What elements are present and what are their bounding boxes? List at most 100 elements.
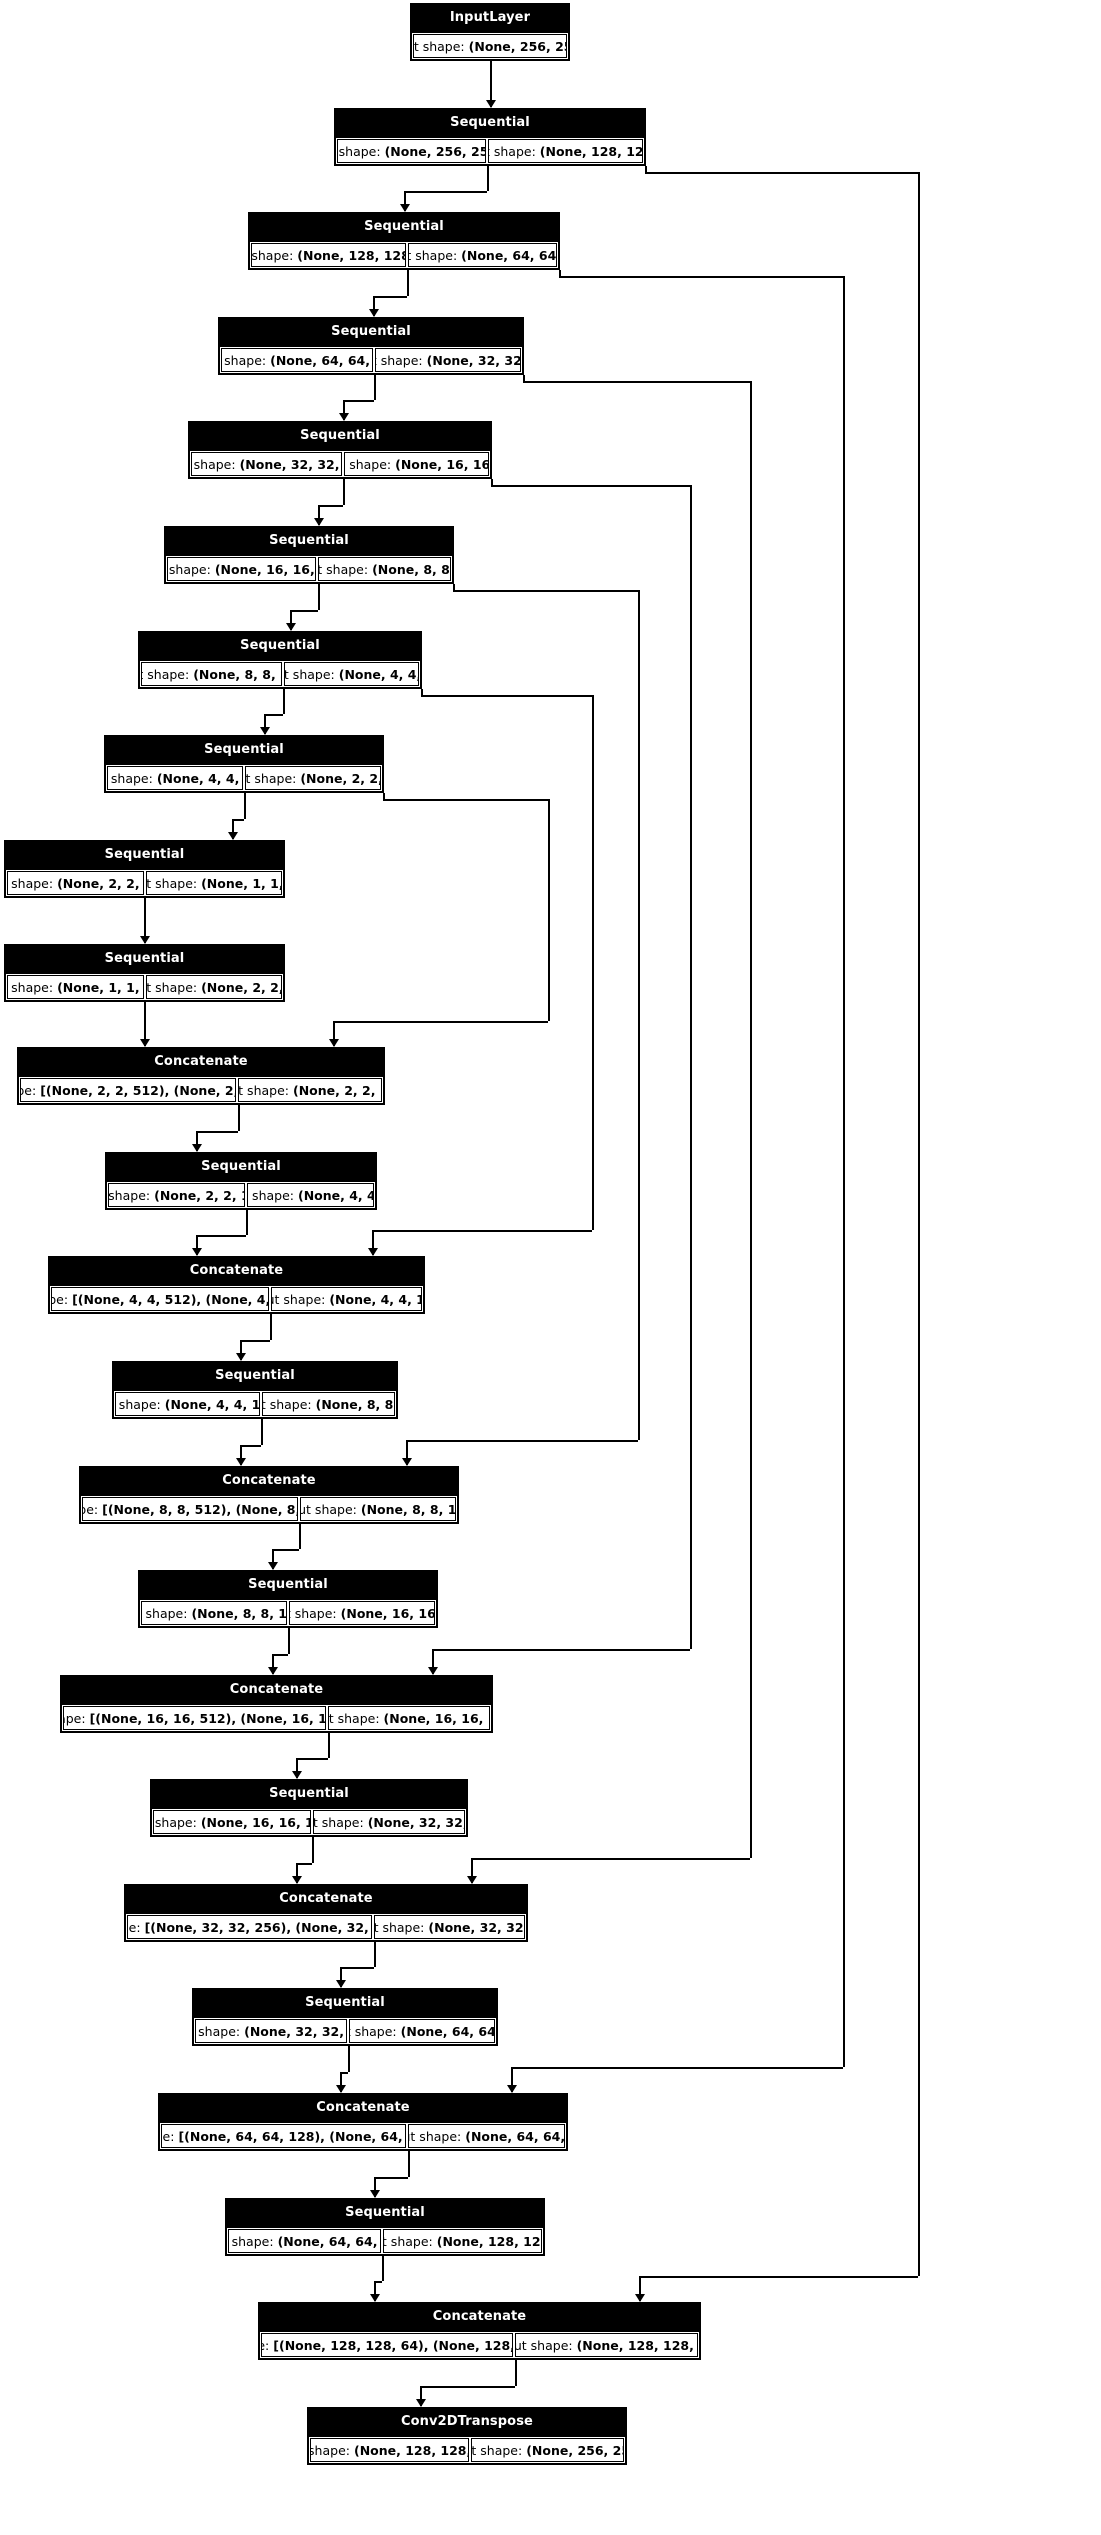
output-shape-label: Output shape: <box>471 2442 523 2458</box>
output-shape-value: (None, 64, 64, 256) <box>465 2128 565 2144</box>
node-sequential[interactable]: SequentialInput shape:(None, 4, 4, 512)O… <box>104 735 384 793</box>
output-shape-value: (None, 64, 64, 128) <box>461 247 557 263</box>
node-concatenate[interactable]: ConcatenateInput shape:[(None, 8, 8, 512… <box>79 1466 459 1524</box>
input-shape-value: (None, 32, 32, 256) <box>239 456 341 472</box>
node-sequential[interactable]: SequentialInput shape:(None, 4, 4, 1024)… <box>112 1361 398 1419</box>
node-concatenate[interactable]: ConcatenateInput shape:[(None, 16, 16, 5… <box>60 1675 493 1733</box>
node-shape-row: Input shape:[(None, 4, 4, 512), (None, 4… <box>50 1284 423 1312</box>
edge-chain <box>272 1654 274 1674</box>
input-shape-label: Input shape: <box>108 770 153 786</box>
node-title: Sequential <box>114 1363 396 1389</box>
input-shape-value: [(None, 2, 2, 512), (None, 2, 2, 512)] <box>40 1082 235 1098</box>
edge-skip <box>406 1440 638 1442</box>
node-title: Concatenate <box>50 1258 423 1284</box>
input-shape-value: (None, 32, 32, 512) <box>244 2023 346 2039</box>
node-output-shape: Output shape:(None, 8, 8, 512) <box>318 557 451 581</box>
node-concatenate[interactable]: ConcatenateInput shape:[(None, 64, 64, 1… <box>158 2093 568 2151</box>
node-input-shape: Input shape:[(None, 2, 2, 512), (None, 2… <box>20 1078 236 1102</box>
output-shape-value: (None, 4, 4, 1024) <box>329 1291 421 1307</box>
edge-chain <box>340 1967 342 1987</box>
node-sequential[interactable]: SequentialInput shape:(None, 32, 32, 256… <box>188 421 492 479</box>
node-output-shape: Output shape:(None, 16, 16, 512) <box>343 452 489 476</box>
node-sequential[interactable]: SequentialInput shape:(None, 2, 2, 512)O… <box>4 840 285 898</box>
edge-chain <box>296 1758 328 1760</box>
edge-chain <box>299 1524 301 1549</box>
input-shape-label: Input shape: <box>8 979 54 995</box>
input-shape-label: Input shape: <box>8 875 54 891</box>
output-shape-value: (None, 1, 1, 512) <box>201 875 281 891</box>
node-sequential[interactable]: SequentialInput shape:(None, 64, 64, 256… <box>225 2198 545 2256</box>
node-sequential[interactable]: SequentialInput shape:(None, 64, 64, 128… <box>218 317 524 375</box>
node-title: Concatenate <box>260 2304 699 2330</box>
node-sequential[interactable]: SequentialInput shape:(None, 8, 8, 1024)… <box>138 1570 438 1628</box>
edge-chain <box>343 479 345 505</box>
node-title: Concatenate <box>62 1677 491 1703</box>
node-output-shape: Output shape:(None, 128, 128, 128) <box>515 2333 698 2357</box>
output-shape-label: Output shape: <box>409 2128 462 2144</box>
node-input-shape: Input shape:[(None, 64, 64, 128), (None,… <box>161 2124 407 2148</box>
node-sequential[interactable]: SequentialInput shape:(None, 16, 16, 512… <box>164 526 454 584</box>
node-shape-row: Input shape:[(None, 64, 64, 128), (None,… <box>160 2121 566 2149</box>
node-title: Sequential <box>250 214 558 240</box>
input-shape-value: (None, 16, 16, 1024) <box>200 1814 310 1830</box>
node-output-shape: Output shape:(None, 2, 2, 512) <box>245 766 381 790</box>
output-shape-label: Output shape: <box>409 247 458 263</box>
edge-chain <box>408 2151 410 2177</box>
edge-skip <box>511 2067 513 2092</box>
node-title: Concatenate <box>19 1049 383 1075</box>
edge-arrowhead <box>336 2085 346 2093</box>
output-shape-label: Output shape: <box>272 1291 326 1307</box>
node-output-shape: Output shape:(None, 16, 16, 1024) <box>328 1706 490 1730</box>
node-concatenate[interactable]: ConcatenateInput shape:[(None, 2, 2, 512… <box>17 1047 385 1105</box>
node-concatenate[interactable]: ConcatenateInput shape:[(None, 4, 4, 512… <box>48 1256 425 1314</box>
node-conv2dtranspose[interactable]: Conv2DTransposeInput shape:(None, 128, 1… <box>307 2407 627 2465</box>
node-sequential[interactable]: SequentialInput shape:(None, 8, 8, 512)O… <box>138 631 422 689</box>
node-title: Sequential <box>6 946 283 972</box>
input-shape-value: [(None, 16, 16, 512), (None, 16, 16, 512… <box>89 1710 327 1726</box>
node-shape-row: Input shape:(None, 128, 128, 128)Output … <box>309 2435 625 2463</box>
node-sequential[interactable]: SequentialInput shape:(None, 128, 128, 6… <box>248 212 560 270</box>
input-shape-value: (None, 8, 8, 1024) <box>191 1605 287 1621</box>
node-sequential[interactable]: SequentialInput shape:(None, 2, 2, 1024)… <box>105 1152 377 1210</box>
node-title: Sequential <box>140 1572 436 1598</box>
node-concatenate[interactable]: ConcatenateInput shape:[(None, 32, 32, 2… <box>124 1884 528 1942</box>
input-shape-value: (None, 4, 4, 1024) <box>164 1396 260 1412</box>
node-sequential[interactable]: SequentialInput shape:(None, 32, 32, 512… <box>192 1988 498 2046</box>
node-output-shape: Output shape:(None, 128, 128, 64) <box>382 2229 542 2253</box>
output-shape-value: (None, 32, 32, 256) <box>426 352 521 368</box>
node-concatenate[interactable]: ConcatenateInput shape:[(None, 128, 128,… <box>258 2302 701 2360</box>
edge-arrowhead <box>370 2294 380 2302</box>
edge-skip <box>645 166 647 172</box>
input-shape-value: [(None, 4, 4, 512), (None, 4, 4, 512)] <box>72 1291 268 1307</box>
edge-chain <box>407 270 409 296</box>
edge-skip <box>432 1649 690 1651</box>
edge-arrowhead <box>486 100 496 108</box>
edge-arrowhead <box>140 1039 150 1047</box>
output-shape-value: (None, 64, 64, 128) <box>400 2023 495 2039</box>
node-shape-row: Input shape:(None, 4, 4, 1024)Output sha… <box>114 1389 396 1417</box>
edge-arrowhead <box>339 413 349 421</box>
edge-skip <box>383 799 548 801</box>
node-shape-row: Input shape:(None, 32, 32, 256)Output sh… <box>190 449 490 477</box>
node-shape-row: Input shape:(None, 2, 2, 1024)Output sha… <box>107 1180 375 1208</box>
node-sequential[interactable]: SequentialInput shape:(None, 1, 1, 512)O… <box>4 944 285 1002</box>
edge-arrowhead <box>370 2190 380 2198</box>
output-shape-value: (None, 8, 8, 1024) <box>360 1501 456 1517</box>
edge-arrowhead <box>236 1458 246 1466</box>
input-shape-value: [(None, 8, 8, 512), (None, 8, 8, 512)] <box>102 1501 297 1517</box>
output-shape-value: (None, 256, 256, 3) <box>468 38 566 54</box>
node-input-shape: Input shape:[(None, 32, 32, 256), (None,… <box>127 1915 373 1939</box>
edge-chain <box>246 1210 248 1235</box>
edge-skip-arrowhead <box>402 1458 412 1466</box>
node-sequential[interactable]: SequentialInput shape:(None, 16, 16, 102… <box>150 1779 468 1837</box>
edge-chain <box>404 191 406 211</box>
edge-chain <box>261 1419 263 1445</box>
edge-arrowhead <box>192 1248 202 1256</box>
node-input-shape: Input shape:[(None, 16, 16, 512), (None,… <box>63 1706 327 1730</box>
edge-arrowhead <box>286 623 296 631</box>
node-sequential[interactable]: SequentialInput shape:(None, 256, 256, 3… <box>334 108 646 166</box>
node-inputlayer[interactable]: InputLayerOutput shape:(None, 256, 256, … <box>410 3 570 61</box>
node-shape-row: Input shape:(None, 8, 8, 1024)Output sha… <box>140 1598 436 1626</box>
edge-skip <box>639 2276 641 2301</box>
output-shape-value: (None, 8, 8, 512) <box>372 561 450 577</box>
